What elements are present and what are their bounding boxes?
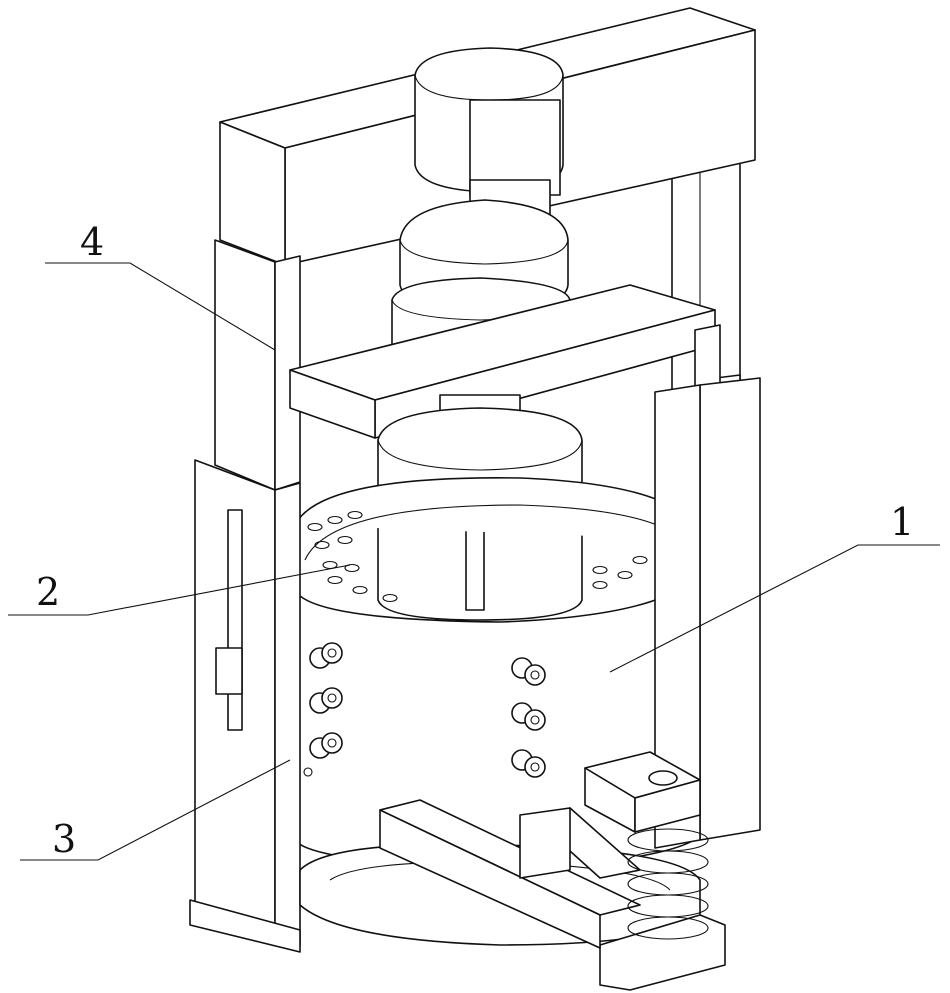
- label-part-1: 1: [890, 500, 914, 544]
- side-bracket: [190, 460, 300, 952]
- label-part-2: 2: [36, 570, 60, 614]
- label-part-3: 3: [52, 817, 76, 861]
- label-part-4: 4: [80, 220, 104, 264]
